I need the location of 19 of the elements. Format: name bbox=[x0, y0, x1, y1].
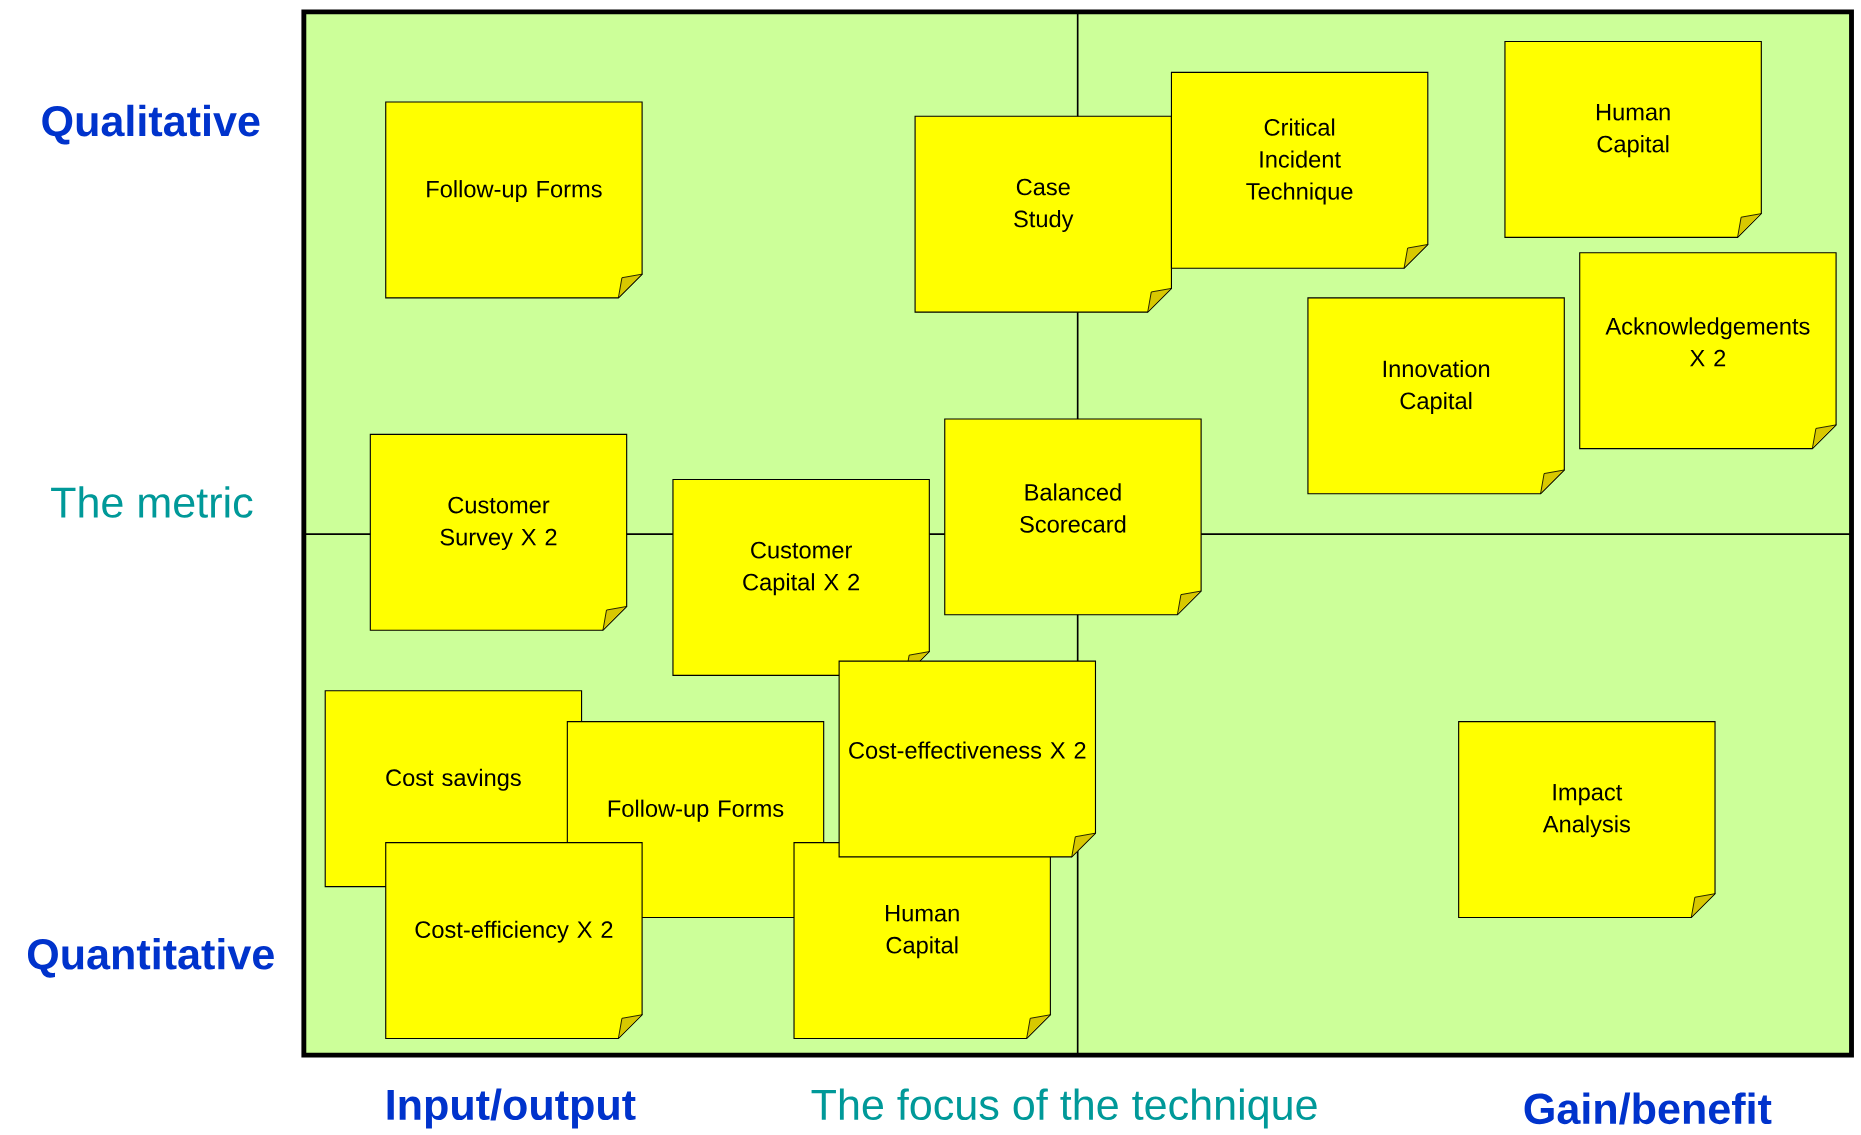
sticky-note: Customer Capital X 2 bbox=[672, 479, 930, 677]
axis-label: The metric bbox=[51, 486, 253, 519]
axis-label: The focus of the technique bbox=[811, 1088, 1317, 1129]
sticky-note: Critical Incident Technique bbox=[1170, 72, 1429, 269]
sticky-note: Acknowledgements X 2 bbox=[1579, 252, 1837, 450]
axis-label: Input/output bbox=[387, 1088, 636, 1129]
sticky-note: Impact Analysis bbox=[1458, 721, 1716, 919]
axis-label: Gain/benefit bbox=[1524, 1092, 1772, 1125]
sticky-note: Case Study bbox=[914, 115, 1172, 313]
axis-label: Qualitative bbox=[42, 104, 260, 145]
sticky-note: Cost-effectiveness X 2 bbox=[838, 660, 1097, 858]
sticky-note: Balanced Scorecard bbox=[944, 418, 1202, 616]
sticky-note: Human Capital bbox=[1504, 41, 1762, 239]
sticky-note: Follow-up Forms bbox=[385, 101, 643, 299]
sticky-note: Cost-efficiency X 2 bbox=[385, 842, 643, 1040]
sticky-note: Human Capital bbox=[793, 842, 1051, 1040]
axis-label: Quantitative bbox=[27, 938, 274, 978]
sticky-note: Innovation Capital bbox=[1307, 297, 1565, 495]
sticky-note: Customer Survey X 2 bbox=[369, 434, 628, 631]
